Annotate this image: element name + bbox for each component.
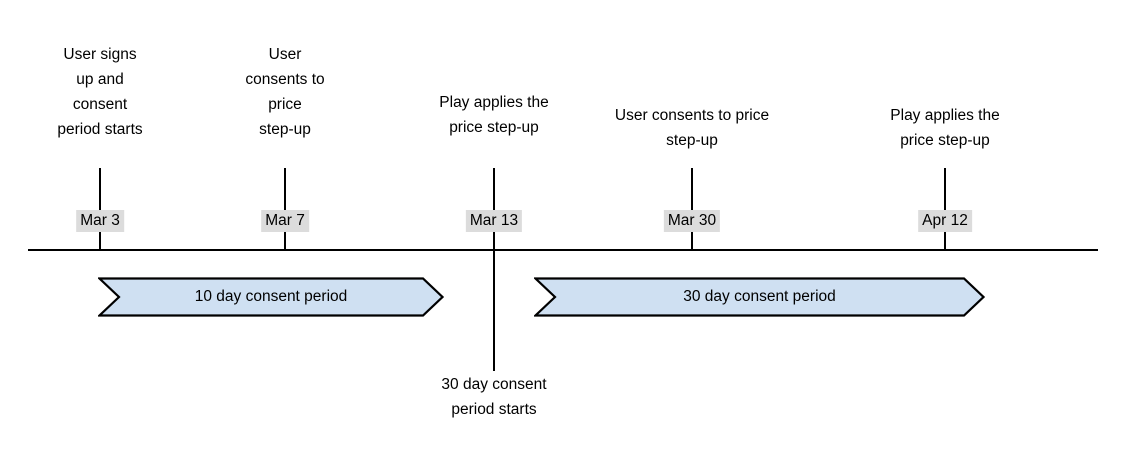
event-date-chip: Apr 12: [918, 210, 972, 232]
event-tick-lower: [493, 232, 495, 251]
event-date-chip: Mar 3: [76, 210, 124, 232]
period-bar-label: 10 day consent period: [194, 288, 348, 305]
period-bar-ten-day: 10 day consent period: [98, 277, 444, 317]
period-bar-thirty-day: 30 day consent period: [534, 277, 985, 317]
event-caption: User consents to price step-up: [245, 46, 325, 138]
event-tick-upper: [99, 168, 101, 211]
event-tick-lower: [284, 232, 286, 251]
event-date-chip: Mar 7: [261, 210, 309, 232]
event-date-chip: Mar 13: [465, 210, 523, 232]
event-tick-upper: [284, 168, 286, 211]
event-tick-upper: [691, 168, 693, 211]
event-caption: User signs up and consent period starts: [57, 46, 143, 138]
timeline-axis: [28, 249, 1098, 251]
event-tick-lower: [99, 232, 101, 251]
event-tick-upper: [493, 168, 495, 211]
note-connector-line: [493, 251, 495, 371]
event-tick-upper: [944, 168, 946, 211]
chevron-shape-icon: [534, 277, 985, 317]
event-caption: Play applies the price step-up: [439, 94, 549, 136]
event-caption: Play applies the price step-up: [890, 107, 1000, 149]
chevron-shape-icon: [98, 277, 444, 317]
event-tick-lower: [691, 232, 693, 251]
event-tick-lower: [944, 232, 946, 251]
note-text: 30 day consent period starts: [441, 376, 547, 418]
event-date-chip: Mar 30: [663, 210, 721, 232]
event-caption: User consents to price step-up: [614, 107, 770, 149]
period-bar-label: 30 day consent period: [683, 288, 836, 305]
